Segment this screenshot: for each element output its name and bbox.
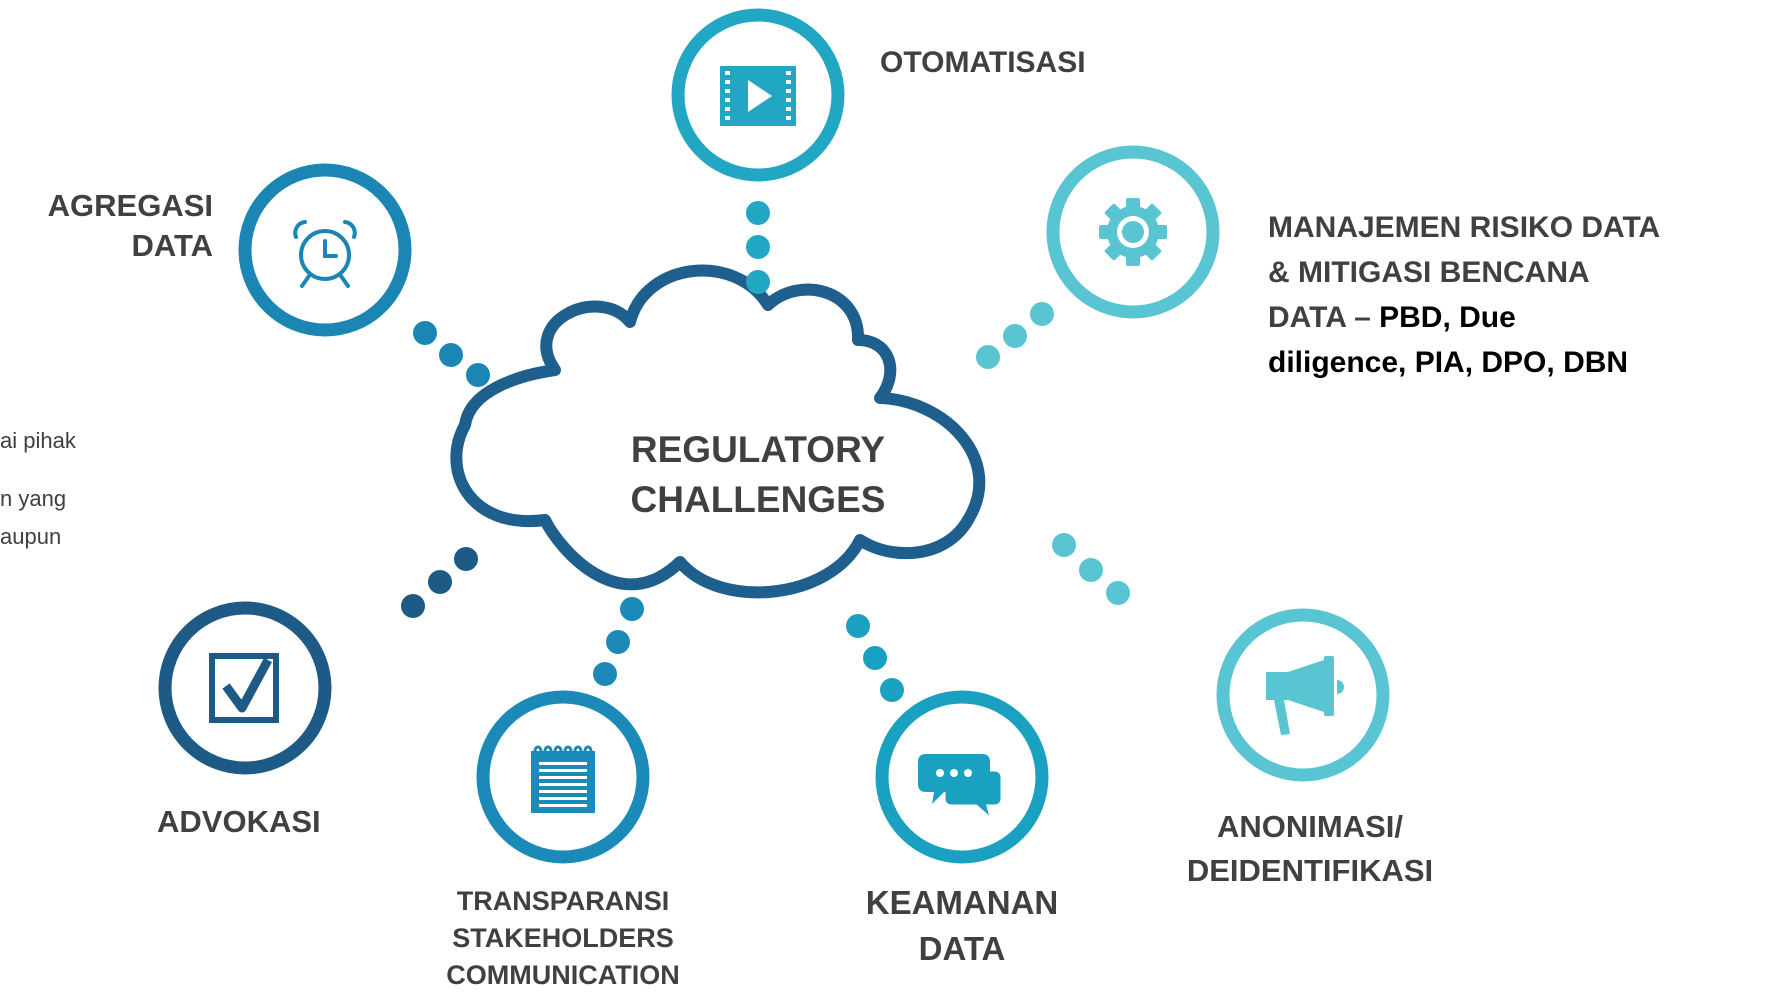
label-anonimasi-line2: DEIDENTIFIKASI	[1186, 853, 1434, 888]
label-agregasi-line2: DATA	[131, 228, 214, 264]
video-play-icon	[720, 66, 796, 126]
label-manajemen-line3-a: DATA –	[1268, 301, 1380, 334]
label-transparansi-line3: COMMUNICATION	[446, 960, 680, 990]
dots-transparansi	[593, 597, 644, 686]
megaphone-icon	[1266, 656, 1344, 735]
label-agregasi-line1: AGREGASI	[47, 188, 213, 223]
dots-keamanan	[846, 614, 904, 702]
dots-manajemen	[976, 302, 1054, 369]
label-otomatisasi-text: OTOMATISASI	[880, 46, 1086, 79]
label-advokasi: ADVOKASI	[157, 802, 321, 842]
dots-advokasi	[401, 547, 478, 618]
label-transparansi-line1: TRANSPARANSI	[456, 886, 670, 916]
label-manajemen: MANAJEMEN RISIKO DATA & MITIGASI BENCANA…	[1268, 205, 1660, 385]
dots-agregasi	[413, 321, 490, 387]
chat-bubbles-icon	[918, 754, 1004, 825]
label-agregasi: AGREGASI DATA	[0, 186, 213, 267]
cloud-shape	[450, 264, 986, 599]
checkbox-icon	[209, 653, 279, 723]
label-manajemen-line3: DATA – PBD, Due	[1268, 295, 1660, 340]
label-manajemen-line1: MANAJEMEN RISIKO DATA	[1268, 211, 1661, 244]
center-title-line1: REGULATORY	[631, 429, 886, 470]
label-advokasi-text: ADVOKASI	[157, 804, 321, 839]
alarm-clock-icon	[293, 220, 357, 288]
label-anonimasi: ANONIMASI/ DEIDENTIFIKASI	[1160, 805, 1460, 893]
dots-otomatisasi	[746, 201, 770, 294]
dots-anonimasi	[1052, 533, 1130, 605]
label-manajemen-line2: & MITIGASI BENCANA	[1268, 256, 1590, 289]
label-keamanan-line2: DATA	[918, 930, 1006, 967]
label-anonimasi-line1: ANONIMASI/	[1217, 809, 1403, 844]
label-manajemen-line3-b: PBD, Due	[1379, 301, 1516, 334]
label-transparansi: TRANSPARANSI STAKEHOLDERS COMMUNICATION	[413, 883, 713, 994]
fragment-text-1: ai pihak	[0, 428, 76, 453]
center-title-line2: CHALLENGES	[631, 479, 886, 520]
gear-icon	[1099, 198, 1167, 266]
label-transparansi-line2: STAKEHOLDERS	[452, 923, 674, 953]
label-otomatisasi: OTOMATISASI	[880, 43, 1086, 82]
fragment-text-2: n yang	[0, 486, 67, 511]
label-keamanan-line1: KEAMANAN	[865, 884, 1059, 921]
label-keamanan: KEAMANAN DATA	[822, 880, 1102, 972]
fragment-text-3: aupun	[0, 524, 62, 549]
label-manajemen-line4: diligence, PIA, DPO, DBN	[1268, 346, 1629, 379]
notepad-icon	[531, 745, 595, 813]
